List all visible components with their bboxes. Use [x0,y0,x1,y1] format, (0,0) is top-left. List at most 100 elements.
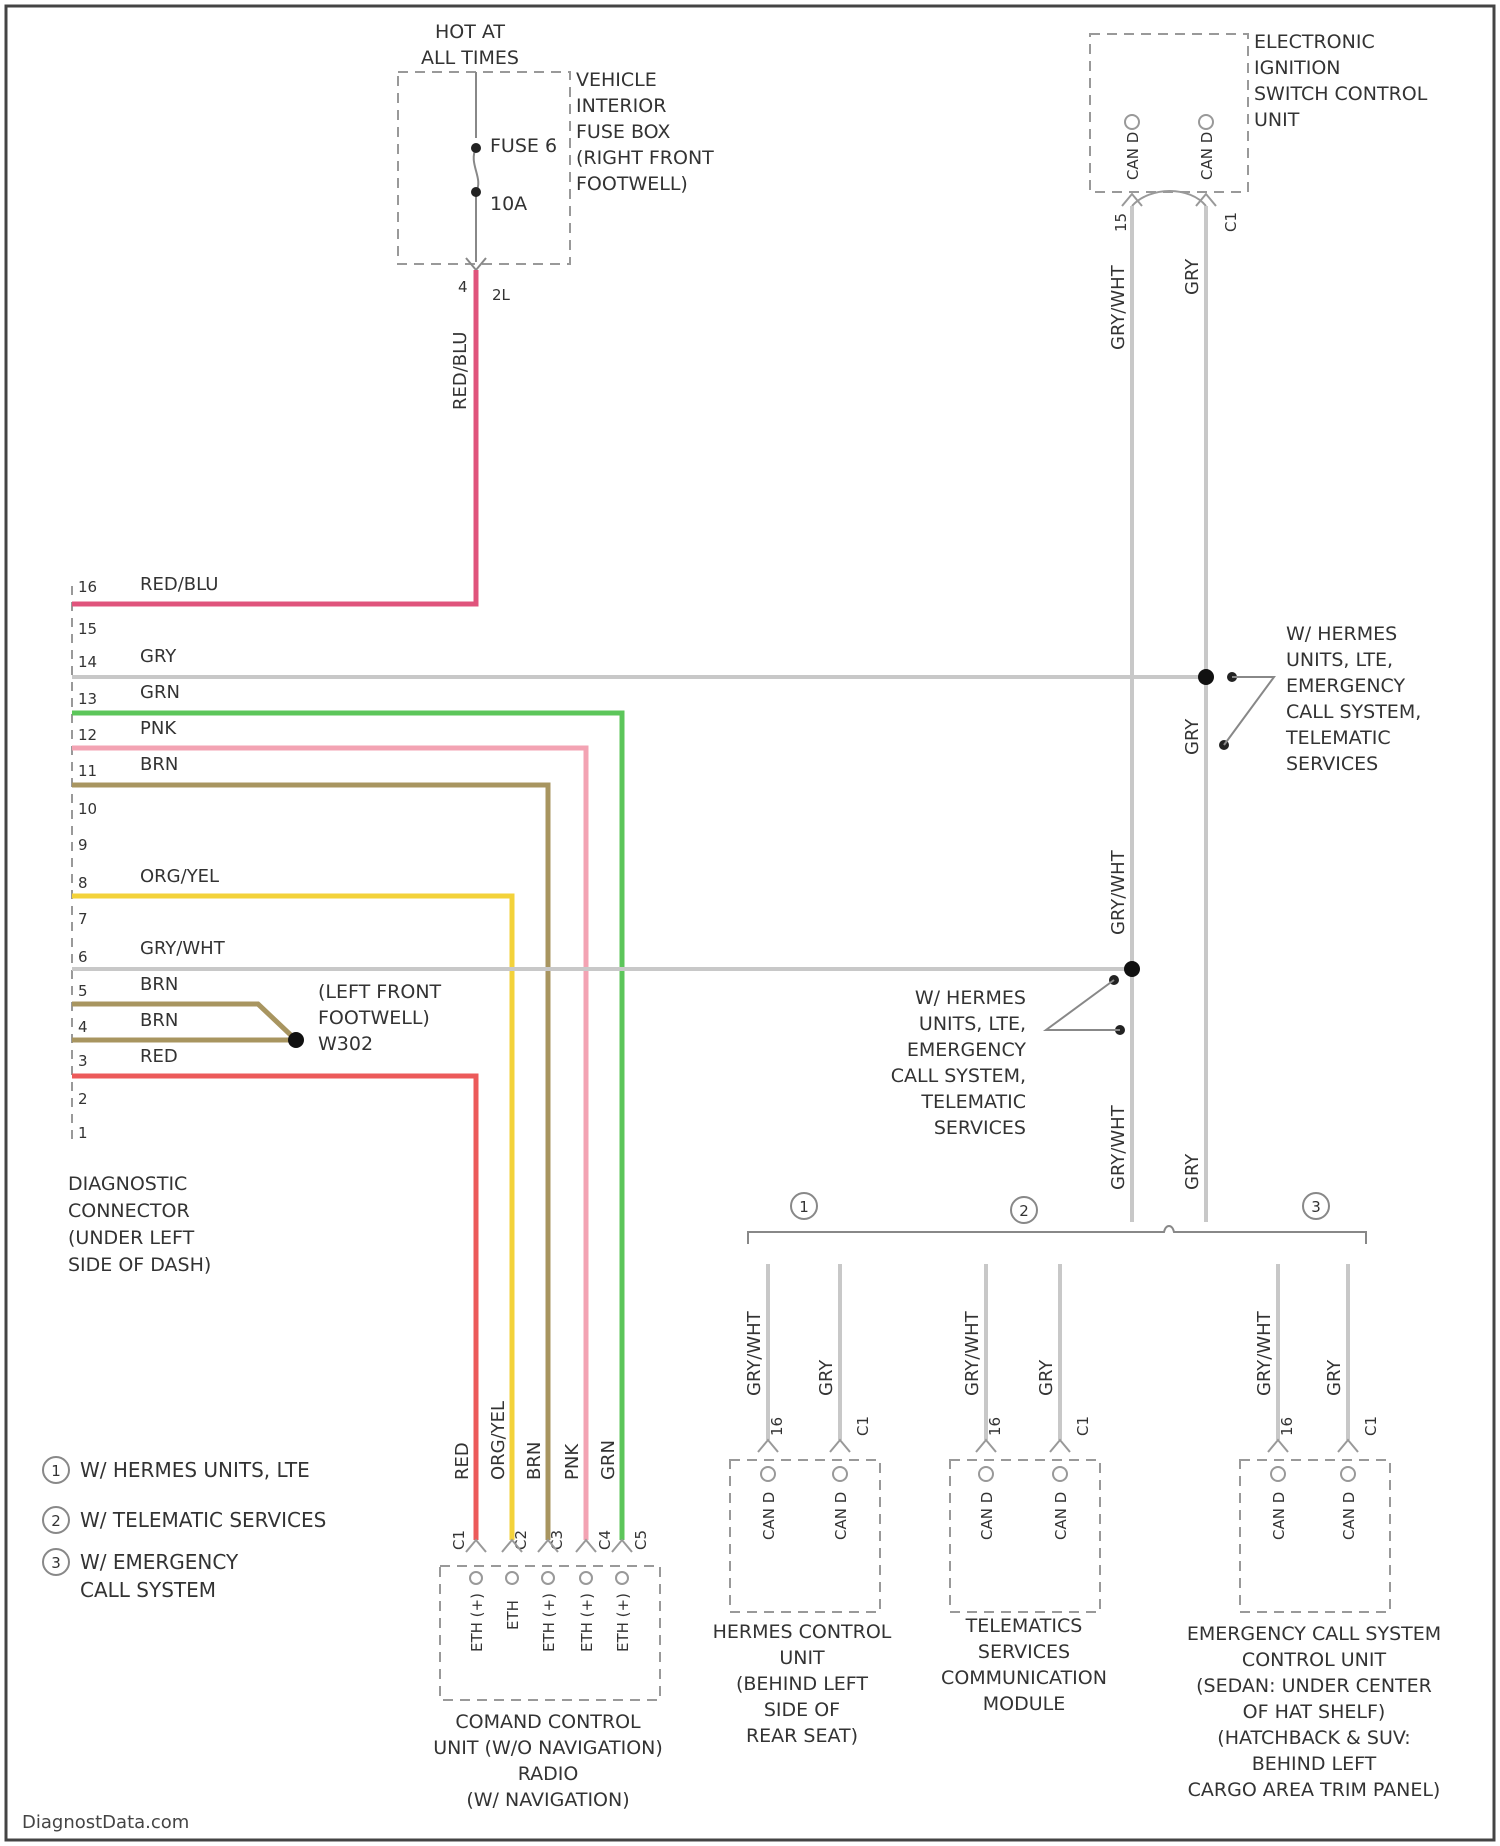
ecall-label-4: OF HAT SHELF) [1243,1701,1386,1723]
fuse-out-pin: 4 [458,278,468,296]
comand-pin-circle-5 [616,1572,628,1584]
fuse-rating-label: 10A [490,193,527,215]
telematics-module: 16 C1 CAN D CAN D TELEMATICS SERVICES CO… [941,1416,1107,1715]
telematics-can-1: CAN D [978,1492,996,1540]
right-option-switch: W/ HERMES UNITS, LTE, EMERGENCY CALL SYS… [1198,623,1421,775]
fuse-box-label-3: FUSE BOX [576,121,670,143]
diag-pin-3: 3 [78,1052,88,1070]
center-switch-label-6: SERVICES [934,1117,1026,1139]
eis-outline [1090,34,1248,192]
ecall-label-1: EMERGENCY CALL SYSTEM [1187,1623,1441,1645]
diag-label-3: (UNDER LEFT [68,1227,195,1249]
right-switch-label-2: UNITS, LTE, [1286,649,1393,671]
ecall-pin-circle-1 [1271,1467,1285,1481]
telematics-pin-circle-2 [1053,1467,1067,1481]
center-switch-label-1: W/ HERMES [915,987,1026,1009]
splice-w302-label-2: FOOTWELL) [318,1007,430,1029]
right-switch-label-4: CALL SYSTEM, [1286,701,1421,723]
comand-label-2: UNIT (W/O NAVIGATION) [433,1737,663,1759]
ecall-control-unit: 16 C1 CAN D CAN D EMERGENCY CALL SYSTEM … [1187,1416,1441,1801]
center-switch-label-3: EMERGENCY [907,1039,1026,1061]
center-gry-wht-wire-label: GRY/WHT [1108,849,1129,935]
telematics-pin-1: 16 [986,1417,1004,1436]
hermes-label-3: (BEHIND LEFT [736,1673,868,1695]
ecall-label-6: BEHIND LEFT [1252,1753,1377,1775]
comand-pin-circle-2 [506,1572,518,1584]
diag-pin-9: 9 [78,836,88,854]
diag-pin-2: 2 [78,1090,88,1108]
diag-pin-7: 7 [78,910,88,928]
comand-pin-1: C1 [450,1530,468,1550]
brn-wire-pin5 [72,1004,296,1040]
right-switch-label-5: TELEMATIC [1285,727,1391,749]
fuse-terminal-bottom [471,187,481,197]
brn-wire-label-pin4: BRN [140,1010,178,1031]
telematics-label-2: SERVICES [978,1641,1070,1663]
comand-red-label: RED [452,1442,473,1480]
diag-pin-10: 10 [78,800,97,818]
diag-pin-11: 11 [78,762,97,780]
fuse-symbol [474,148,479,192]
ecall-label-5: (HATCHBACK & SUV: [1217,1727,1410,1749]
comand-sig-4: ETH (+) [578,1593,596,1652]
diag-pin-15: 15 [78,620,97,638]
comand-sig-3: ETH (+) [540,1593,558,1652]
legend-text-1: W/ HERMES UNITS, LTE [80,1458,310,1482]
center-option-switch: W/ HERMES UNITS, LTE, EMERGENCY CALL SYS… [891,961,1140,1139]
comand-pin-4: C4 [596,1530,614,1550]
hermes-label-2: UNIT [779,1647,825,1669]
legend: 1 W/ HERMES UNITS, LTE 2 W/ TELEMATIC SE… [43,1457,326,1602]
eis-can-label-2: CAN D [1198,132,1216,180]
diag-pin-5: 5 [78,982,88,1000]
grn-wire-label: GRN [140,682,180,703]
right-gry-wire-label: GRY [1182,718,1203,755]
hermes-label-4: SIDE OF [764,1699,840,1721]
branch-marker-3: 3 [1311,1198,1321,1216]
hermes-pin-circle-1 [761,1467,775,1481]
fuse-box-label-4: (RIGHT FRONT [576,147,714,169]
right-switch-label-6: SERVICES [1286,753,1378,775]
center-switch-label-2: UNITS, LTE, [919,1013,1026,1035]
branch-bus-bar [748,1226,1366,1244]
fuse-terminal-top [471,143,481,153]
comand-label-3: RADIO [518,1763,579,1785]
comand-pnk-label: PNK [562,1443,583,1480]
telematics-pin-2: C1 [1074,1416,1092,1436]
comand-chevron-4 [576,1540,596,1552]
red-blu-horizontal-label: RED/BLU [140,574,218,595]
hermes-label-1: HERMES CONTROL [713,1621,892,1643]
right-switch-arm [1224,677,1274,745]
eis-twisted-pair [1132,191,1206,206]
red-blu-vertical-label: RED/BLU [450,332,471,410]
hermes-gry-label: GRY [816,1359,837,1396]
telematics-gry-label: GRY [1036,1359,1057,1396]
diag-pin-1: 1 [78,1124,88,1142]
diag-pin-4: 4 [78,1018,88,1036]
telematics-outline [950,1460,1100,1612]
comand-pin-circle-4 [580,1572,592,1584]
telematics-label-4: MODULE [983,1693,1065,1715]
comand-pin-2: C2 [512,1530,530,1550]
diag-pin-13: 13 [78,690,97,708]
right-switch-junction [1198,669,1214,685]
ecall-gry-label: GRY [1324,1359,1345,1396]
ecall-label-2: CONTROL UNIT [1242,1649,1387,1671]
hot-at-all-times-label-1: HOT AT [435,21,505,43]
red-blu-wire [72,270,476,604]
red-wire-label: RED [140,1046,178,1067]
legend-text-3a: W/ EMERGENCY [80,1550,239,1574]
legend-num-3: 3 [51,1554,61,1572]
splice-w302-label-3: W302 [318,1033,373,1055]
ecall-can-1: CAN D [1270,1492,1288,1540]
watermark: DiagnostData.com [22,1812,189,1833]
module-can-wires: GRY/WHT GRY GRY/WHT GRY GRY/WHT GRY [744,1264,1348,1440]
eis-pin-1: 15 [1112,213,1130,232]
hermes-label-5: REAR SEAT) [746,1725,858,1747]
pnk-wire-label: PNK [140,718,177,739]
gry-wire-label: GRY [140,646,177,667]
diag-label-4: SIDE OF DASH) [68,1254,211,1276]
hermes-pin-1: 16 [768,1417,786,1436]
telematics-chevron-2 [1050,1440,1070,1452]
eis-gry-wire-label: GRY [1182,258,1203,295]
